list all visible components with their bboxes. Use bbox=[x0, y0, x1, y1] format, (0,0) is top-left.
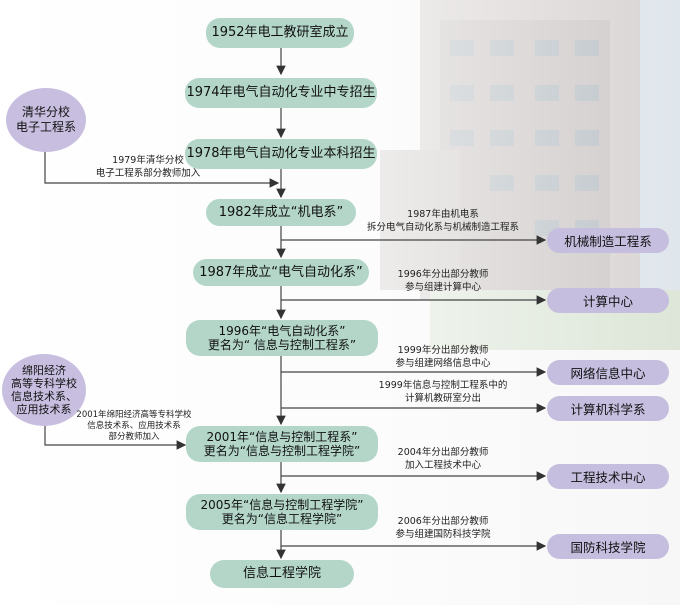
branch-note-2004: 2004年分出部分教师 加入工程技术中心 bbox=[397, 447, 489, 471]
dest-national-defense-college: 国防科技学院 bbox=[547, 534, 669, 559]
source-bubble-tsinghua: 清华分校 电子工程系 bbox=[6, 88, 86, 152]
dest-computer-science-dept: 计算机科学系 bbox=[547, 396, 669, 421]
source-bubble-mianyang: 绵阳经济 高等专科学校 信息技术系、 应用技术系 bbox=[2, 354, 86, 426]
timeline-node-1974: 1974年电气自动化专业中专招生 bbox=[185, 78, 377, 108]
dest-network-info-center: 网络信息中心 bbox=[547, 360, 669, 385]
timeline-node-1982: 1982年成立“机电系” bbox=[206, 199, 356, 226]
branch-note-1999-network: 1999年分出部分教师 参与组建网络信息中心 bbox=[395, 345, 491, 369]
timeline-node-1996: 1996年“电气自动化系” 更名为“ 信息与控制工程系” bbox=[186, 320, 378, 356]
timeline-node-1987: 1987年成立“电气自动化系” bbox=[193, 259, 369, 286]
source-note-1979: 1979年清华分校 电子工程系部分教师加入 bbox=[95, 155, 201, 179]
dest-engineering-tech-center: 工程技术中心 bbox=[547, 464, 669, 489]
timeline-node-final: 信息工程学院 bbox=[210, 560, 354, 588]
timeline-node-1978: 1978年电气自动化专业本科招生 bbox=[185, 139, 377, 169]
source-note-2001: 2001年绵阳经济高等专科学校 信息技术系、应用技术系 部分教师加入 bbox=[76, 410, 192, 442]
timeline-node-2001: 2001年“信息与控制工程系” 更名为“信息与控制工程学院” bbox=[186, 426, 378, 462]
dest-mechanical-engineering: 机械制造工程系 bbox=[547, 228, 669, 253]
branch-note-2006: 2006年分出部分教师 参与组建国防科技学院 bbox=[395, 516, 491, 540]
timeline-node-1952: 1952年电工教研室成立 bbox=[206, 18, 354, 48]
timeline-node-2005: 2005年“信息与控制工程学院” 更名为“信息工程学院” bbox=[186, 494, 378, 530]
branch-note-1999-cs: 1999年信息与控制工程系中的 计算机教研室分出 bbox=[378, 380, 508, 404]
branch-note-1987: 1987年由机电系 拆分电气自动化系与机械制造工程系 bbox=[366, 209, 519, 233]
branch-note-1996: 1996年分出部分教师 参与组建计算中心 bbox=[397, 269, 489, 293]
dest-computing-center: 计算中心 bbox=[547, 288, 669, 313]
